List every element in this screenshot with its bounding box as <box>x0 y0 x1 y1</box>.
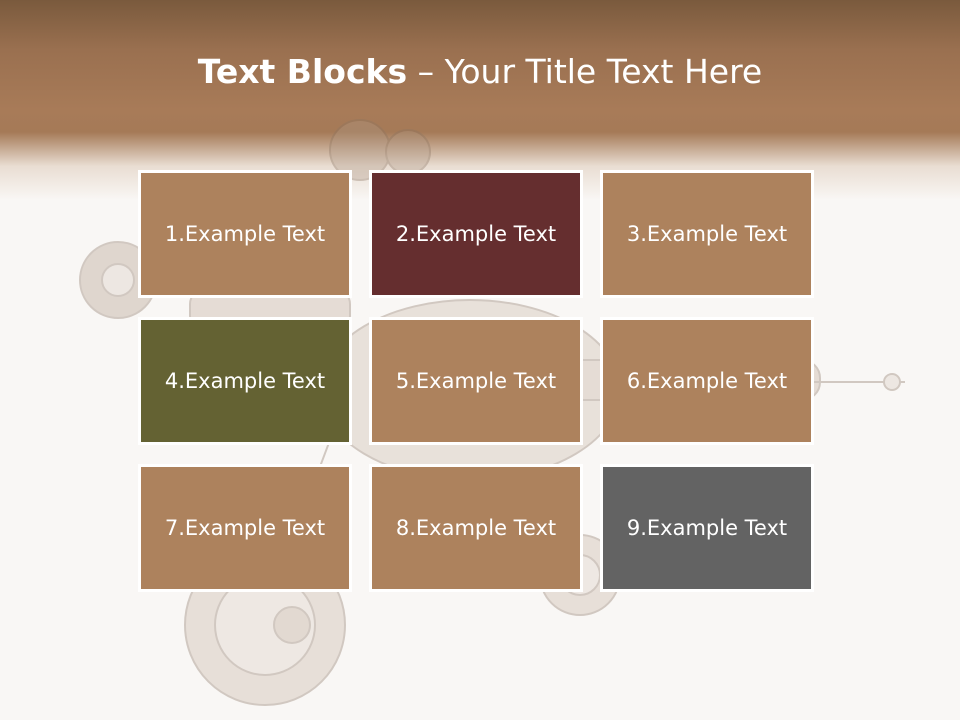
text-block-7: 7.Example Text <box>138 464 352 592</box>
header-band <box>0 0 960 200</box>
text-block-label: 1.Example Text <box>164 222 326 246</box>
slide-title: Text Blocks – Your Title Text Here <box>0 52 960 91</box>
text-block-label: 6.Example Text <box>626 369 788 393</box>
text-blocks-grid: 1.Example Text 2.Example Text 3.Example … <box>138 170 814 592</box>
text-block-label: 4.Example Text <box>164 369 326 393</box>
text-block-9: 9.Example Text <box>600 464 814 592</box>
text-block-label: 7.Example Text <box>164 516 326 540</box>
text-block-label: 9.Example Text <box>626 516 788 540</box>
text-block-label: 5.Example Text <box>395 369 557 393</box>
text-block-5: 5.Example Text <box>369 317 583 445</box>
text-block-3: 3.Example Text <box>600 170 814 298</box>
title-rest-text: Your Title Text Here <box>444 52 763 91</box>
text-block-2: 2.Example Text <box>369 170 583 298</box>
text-block-6: 6.Example Text <box>600 317 814 445</box>
text-block-label: 8.Example Text <box>395 516 557 540</box>
text-block-8: 8.Example Text <box>369 464 583 592</box>
title-dash: – <box>407 52 445 91</box>
text-block-4: 4.Example Text <box>138 317 352 445</box>
title-strong-text: Text Blocks <box>197 52 408 91</box>
text-block-label: 3.Example Text <box>626 222 788 246</box>
text-block-label: 2.Example Text <box>395 222 557 246</box>
text-block-1: 1.Example Text <box>138 170 352 298</box>
